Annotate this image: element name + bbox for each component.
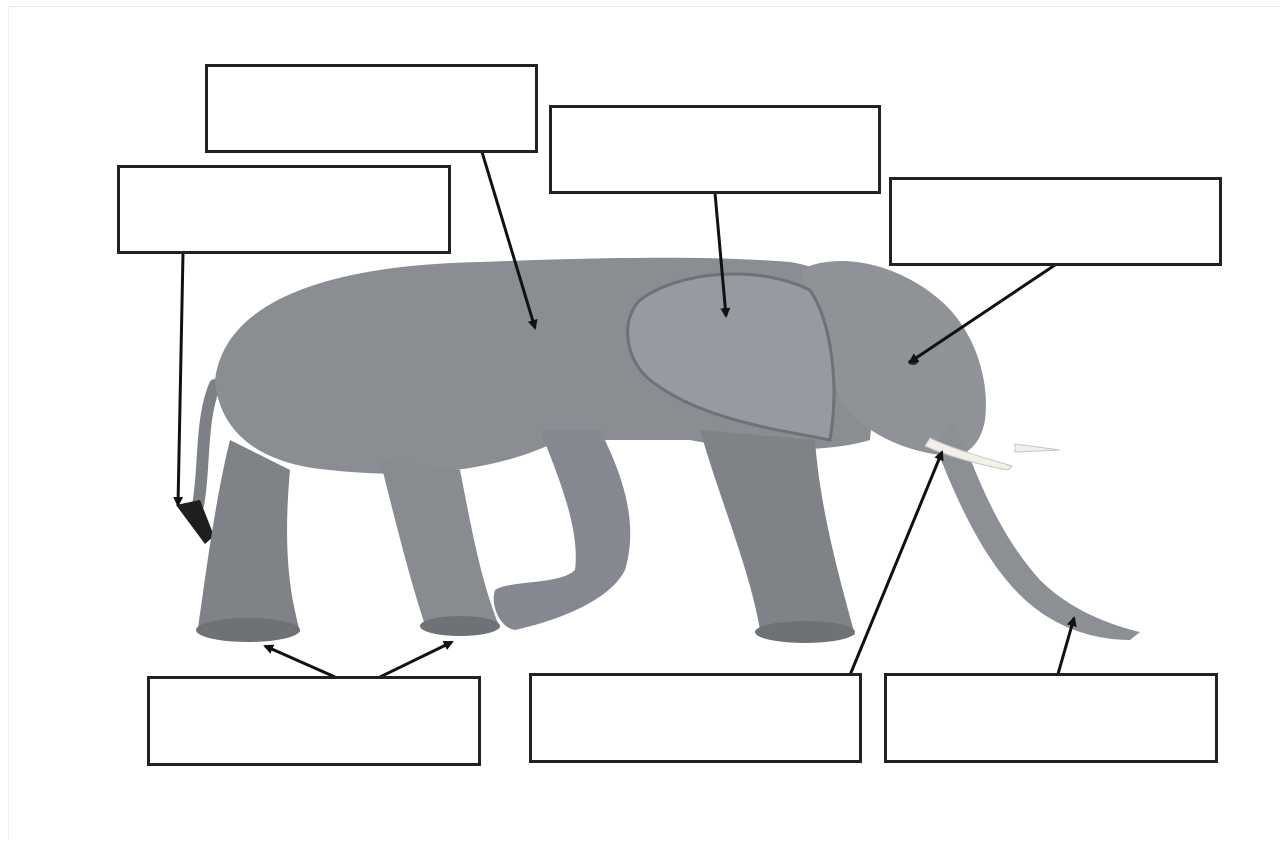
elephant-tusk-far	[1015, 444, 1060, 452]
elephant-leg-back-right	[380, 460, 500, 628]
foot-back-right	[420, 616, 500, 636]
elephant-leg-front-lifted	[494, 430, 631, 630]
foot-back-left	[196, 618, 300, 642]
elephant-leg-back-left	[198, 440, 300, 632]
leader-line-foot-left	[265, 646, 335, 677]
elephant-leg-front-right	[700, 430, 855, 635]
elephant-illustration	[176, 258, 1140, 643]
label-box-tusk[interactable]	[529, 673, 862, 763]
label-box-eye[interactable]	[889, 177, 1222, 266]
label-box-back[interactable]	[205, 64, 538, 153]
label-box-feet[interactable]	[147, 676, 481, 766]
elephant-tail	[198, 385, 215, 505]
leader-line-tail	[178, 253, 183, 505]
label-box-trunk[interactable]	[884, 673, 1218, 763]
label-box-tail[interactable]	[117, 165, 451, 254]
foot-front-right	[755, 621, 855, 643]
leader-line-tusk	[850, 452, 942, 675]
elephant-tail-tuft	[176, 500, 214, 544]
leader-line-foot-right	[380, 642, 452, 677]
label-box-ear[interactable]	[549, 105, 881, 194]
